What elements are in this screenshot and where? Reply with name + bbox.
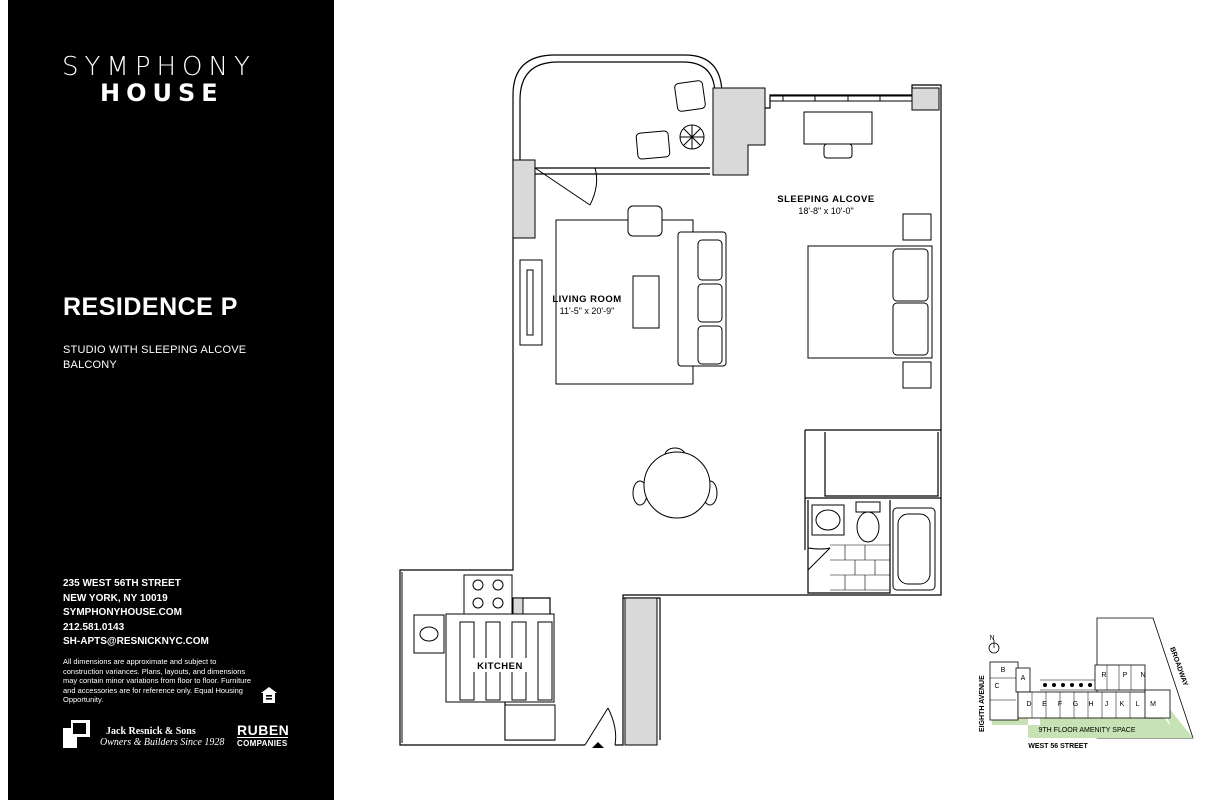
unit-label: L (1136, 701, 1140, 708)
brand-line-2: HOUSE (100, 79, 224, 107)
contact-block: 235 WEST 56TH STREET NEW YORK, NY 10019 … (63, 577, 209, 650)
unit-label: P (1123, 672, 1128, 679)
email-link[interactable]: SH-APTS@RESNICKNYC.COM (63, 636, 209, 647)
sleeping-alcove-label: SLEEPING ALCOVE (777, 194, 874, 205)
unit-label: H (1088, 701, 1093, 708)
unit-label: M (1150, 701, 1156, 708)
amenity-label: 9TH FLOOR AMENITY SPACE (1039, 727, 1136, 734)
living-room-dims: 11'-5" x 20'-9" (560, 306, 615, 316)
unit-label: C (994, 683, 999, 690)
address-line-2: NEW YORK, NY 10019 (63, 592, 168, 604)
developer-tagline: Owners & Builders Since 1928 (100, 737, 225, 748)
living-room-label: LIVING ROOM (552, 294, 621, 305)
unit-label: F (1058, 701, 1062, 708)
eighth-avenue-label: EIGHTH AVENUE (979, 675, 986, 732)
website-link[interactable]: SYMPHONYHOUSE.COM (63, 607, 182, 618)
partner-logo-name: RUBEN (237, 722, 290, 738)
equal-housing-icon (261, 687, 277, 703)
unit-label: A (1021, 675, 1026, 682)
unit-label: K (1120, 701, 1125, 708)
residence-feature: BALCONY (63, 359, 117, 371)
developer-name: Jack Resnick & Sons (106, 726, 196, 737)
residence-type: STUDIO WITH SLEEPING ALCOVE (63, 344, 247, 356)
unit-label: D (1026, 701, 1031, 708)
unit-label: R (1101, 672, 1106, 679)
key-plan: N EIGHTH AVENUE BROADWAY 9TH FLOOR AMENI… (979, 617, 1194, 750)
residence-description: STUDIO WITH SLEEPING ALCOVE BALCONY (63, 343, 246, 373)
kitchen-label: KITCHEN (477, 661, 523, 672)
unit-label: N (1140, 672, 1145, 679)
unit-label: B (1001, 667, 1006, 674)
jack-resnick-logo-icon (63, 720, 90, 748)
unit-label: E (1042, 701, 1047, 708)
partner-logo-sub: COMPANIES (237, 737, 288, 748)
disclaimer: All dimensions are approximate and subje… (63, 657, 251, 705)
brand-line-1: SYMPHONY (62, 52, 256, 82)
unit-label: G (1073, 701, 1078, 708)
broadway-label: BROADWAY (1168, 646, 1189, 687)
residence-title: RESIDENCE P (63, 293, 238, 321)
sleeping-alcove-dims: 18'-8" x 10'-0" (798, 206, 853, 216)
sidebar: SYMPHONY HOUSE RESIDENCE P STUDIO WITH S… (8, 0, 334, 800)
unit-label: J (1105, 701, 1109, 708)
address-line-1: 235 WEST 56TH STREET (63, 578, 181, 589)
street-label: WEST 56 STREET (1028, 743, 1088, 750)
north-indicator: N (989, 635, 994, 642)
phone-number[interactable]: 212.581.0143 (63, 621, 125, 633)
